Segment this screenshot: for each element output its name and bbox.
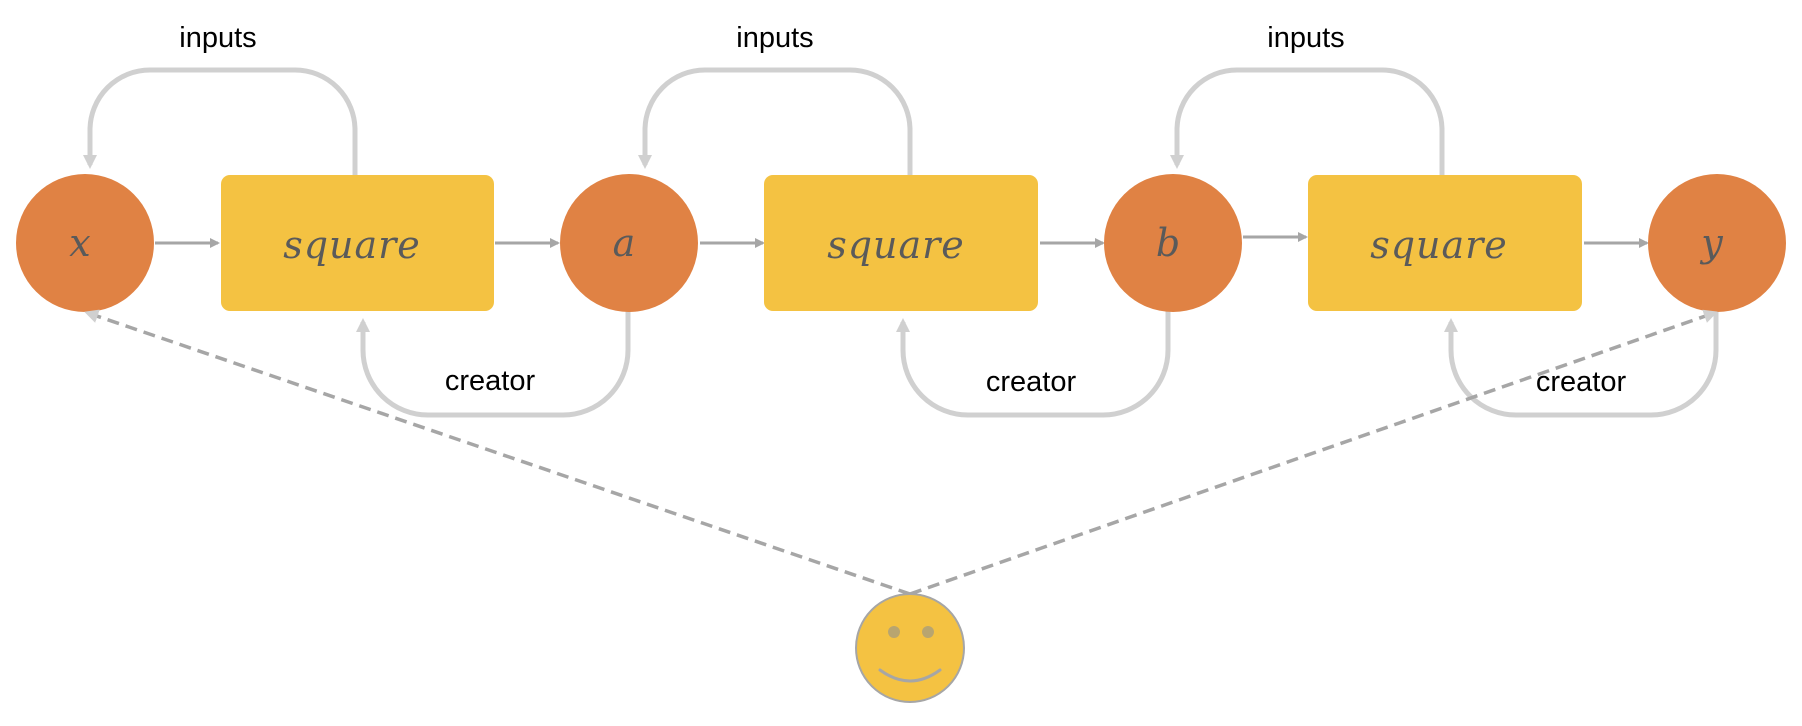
inputs-label-2: inputs — [736, 22, 813, 54]
variable-node-y: y — [1648, 174, 1786, 312]
inputs-loop-f3-to-b — [1170, 67, 1445, 175]
variable-label-y: y — [1699, 221, 1723, 265]
inputs-label-3: inputs — [1267, 22, 1344, 54]
dashed-user-to-x — [84, 309, 911, 596]
inputs-loop-f1-to-x — [83, 67, 358, 175]
function-node-square-2: square — [764, 175, 1038, 311]
function-node-square-3: square — [1308, 175, 1582, 311]
variable-label-a: a — [613, 221, 636, 265]
creator-loop-a-to-f1 — [356, 310, 631, 418]
function-label-3: square — [1370, 223, 1508, 267]
inputs-label-1: inputs — [179, 22, 256, 54]
variable-label-b: b — [1156, 221, 1180, 265]
smiley-face-icon — [855, 593, 965, 703]
creator-loop-y-to-f3 — [1444, 310, 1719, 418]
function-node-square-1: square — [221, 175, 494, 311]
variable-label-x: x — [69, 221, 90, 265]
creator-label-1: creator — [445, 365, 536, 397]
creator-label-3: creator — [1536, 366, 1627, 398]
inputs-loop-f2-to-a — [638, 67, 913, 175]
variable-node-b: b — [1104, 174, 1242, 312]
dashed-user-to-y — [909, 309, 1718, 596]
creator-loop-b-to-f2 — [896, 310, 1171, 418]
variable-node-x: x — [16, 174, 154, 312]
function-label-1: square — [283, 223, 421, 267]
variable-node-a: a — [560, 174, 698, 312]
function-label-2: square — [827, 223, 965, 267]
creator-label-2: creator — [986, 366, 1077, 398]
